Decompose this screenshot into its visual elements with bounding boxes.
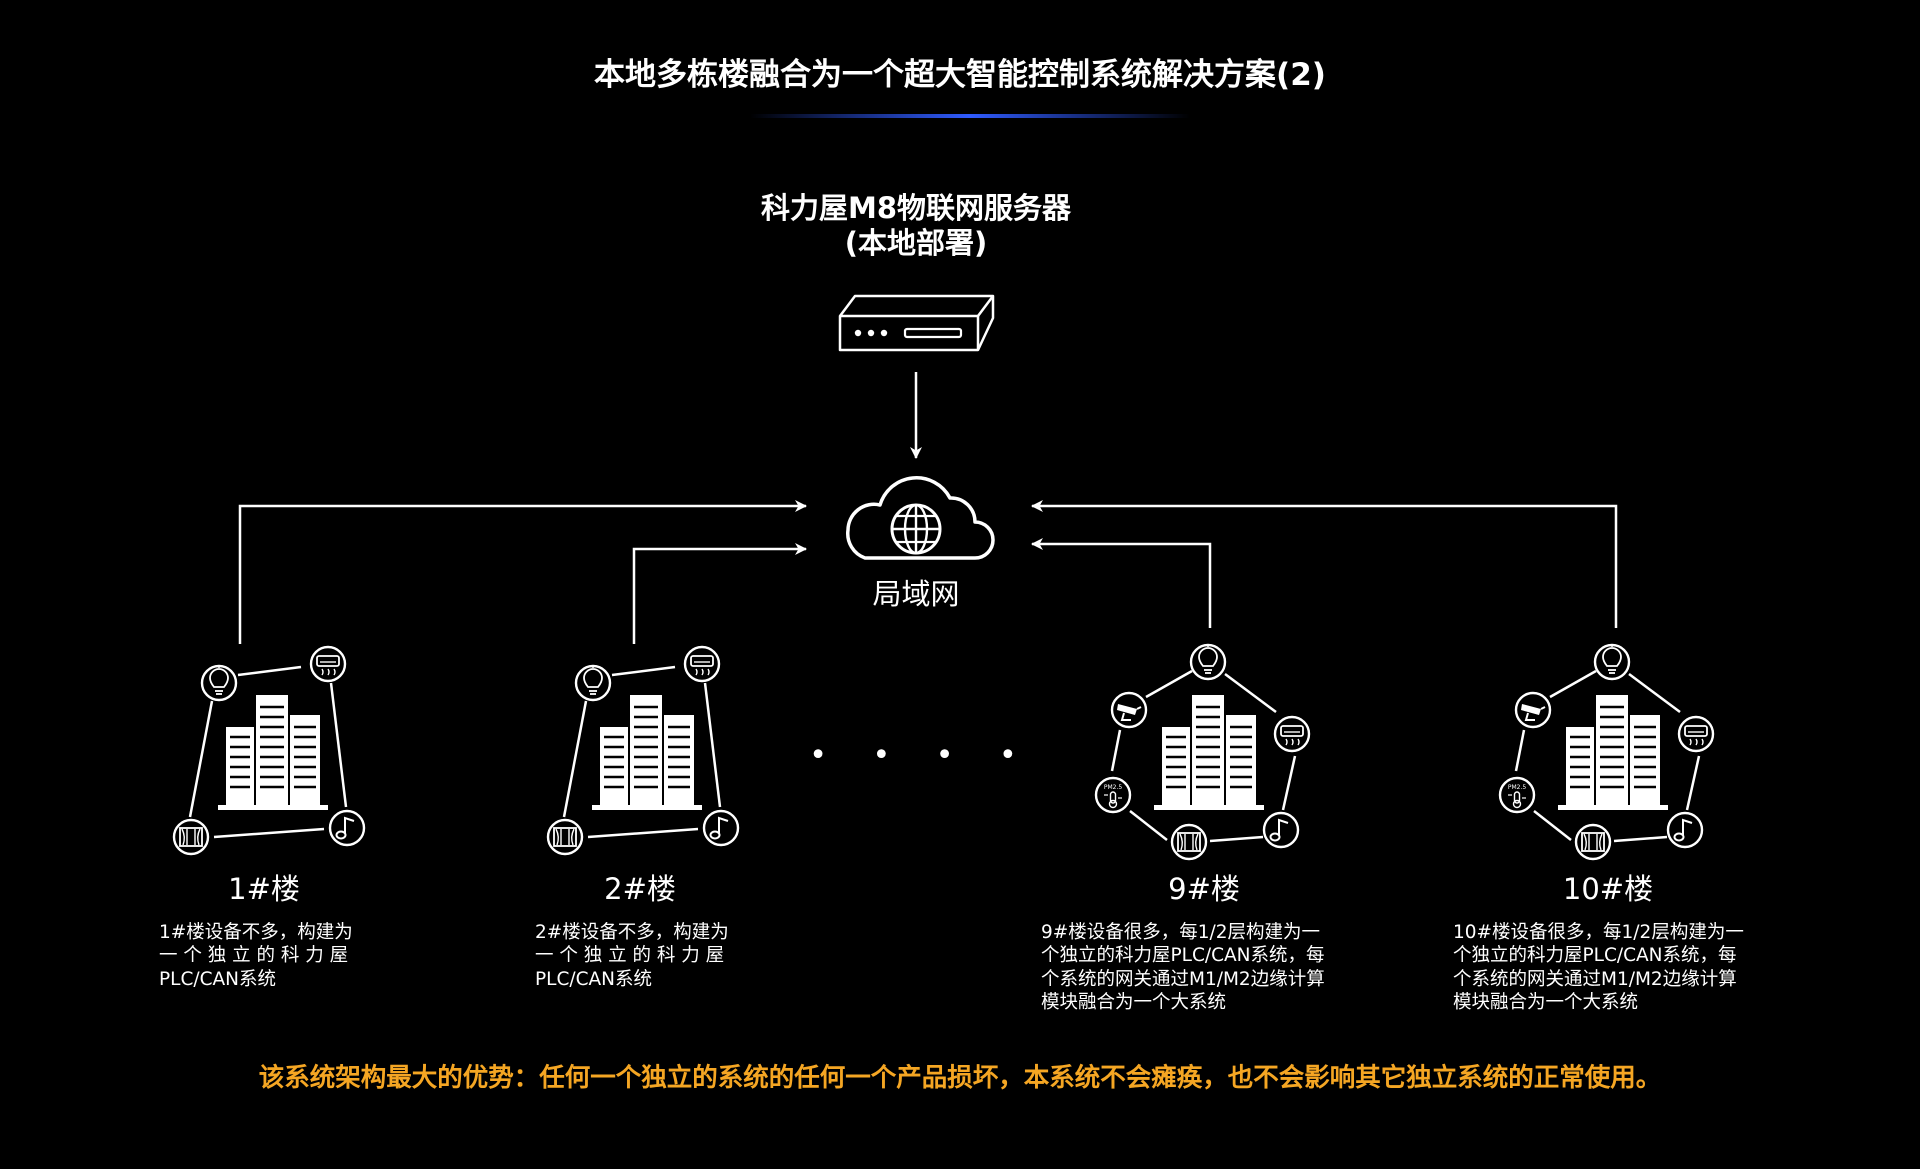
building-10-cluster: 10#楼 10#楼设备很多，每1/2层构建为一 个独立的科力屋PLC/CAN系统… [1453, 642, 1744, 1013]
sensor-icon [1498, 776, 1536, 814]
building-1-desc-line3: PLC/CAN系统 [159, 969, 276, 990]
building-icon [1556, 693, 1670, 812]
server-label-line2: (本地部署) [845, 226, 988, 260]
curtain-icon [546, 818, 584, 856]
building-2-cluster: 2#楼 2#楼设备不多，构建为 一 个 独 立 的 科 力 屋 PLC/CAN系… [535, 645, 740, 990]
building-1-name: 1#楼 [228, 872, 300, 906]
building-2-desc-line2: 一 个 独 立 的 科 力 屋 [535, 945, 724, 966]
building-9-cluster: 9#楼 9#楼设备很多，每1/2层构建为一 个独立的科力屋PLC/CAN系统，每… [1041, 642, 1325, 1013]
light-bulb-icon [200, 663, 238, 702]
building-1-cluster: 1#楼 1#楼设备不多，构建为 一 个 独 立 的 科 力 屋 PLC/CAN系… [159, 645, 366, 990]
building-icon [590, 693, 704, 812]
light-bulb-icon [574, 663, 612, 702]
connector-building-9 [1031, 538, 1212, 628]
building-9-desc-line3: 个系统的网关通过M1/M2边缘计算 [1041, 969, 1325, 990]
building-10-name: 10#楼 [1563, 872, 1653, 906]
music-note-icon [1666, 811, 1704, 849]
server-label-line1: 科力屋M8物联网服务器 [761, 191, 1072, 225]
air-conditioner-icon [309, 645, 347, 683]
page-title: 本地多栋楼融合为一个超大智能控制系统解决方案(2) [594, 57, 1326, 93]
connector-building-1 [238, 500, 807, 644]
building-icon [1152, 693, 1266, 812]
building-9-name: 9#楼 [1168, 872, 1240, 906]
sensor-icon [1094, 776, 1132, 814]
footer-advantage-text: 该系统架构最大的优势：任何一个独立的系统的任何一个产品损坏，本系统不会瘫痪，也不… [259, 1063, 1662, 1093]
connector-building-2 [632, 543, 807, 644]
building-1-desc-line2: 一 个 独 立 的 科 力 屋 [159, 945, 348, 966]
building-9-desc-line1: 9#楼设备很多，每1/2层构建为一 [1041, 922, 1320, 943]
building-2-desc-line1: 2#楼设备不多，构建为 [535, 922, 729, 943]
camera-icon [1514, 691, 1552, 729]
building-9-desc-line2: 个独立的科力屋PLC/CAN系统，每 [1041, 945, 1325, 966]
light-bulb-icon [1593, 642, 1631, 681]
connector-building-10 [1031, 500, 1618, 628]
building-10-desc-line4: 模块融合为一个大系统 [1453, 992, 1638, 1013]
air-conditioner-icon [1677, 715, 1715, 753]
building-1-desc-line1: 1#楼设备不多，构建为 [159, 922, 353, 943]
curtain-icon [1574, 823, 1612, 861]
building-10-desc-line2: 个独立的科力屋PLC/CAN系统，每 [1453, 945, 1737, 966]
music-note-icon [328, 809, 366, 847]
air-conditioner-icon [683, 645, 721, 683]
light-bulb-icon [1189, 642, 1227, 681]
music-note-icon [702, 809, 740, 847]
building-10-desc-line3: 个系统的网关通过M1/M2边缘计算 [1453, 969, 1737, 990]
lan-label: 局域网 [872, 577, 959, 611]
title-underline [750, 114, 1190, 118]
camera-icon [1110, 691, 1148, 729]
music-note-icon [1262, 811, 1300, 849]
building-9-desc-line4: 模块融合为一个大系统 [1041, 992, 1226, 1013]
building-10-desc-line1: 10#楼设备很多，每1/2层构建为一 [1453, 922, 1744, 943]
air-conditioner-icon [1273, 715, 1311, 753]
building-2-desc-line3: PLC/CAN系统 [535, 969, 652, 990]
cloud-globe-icon [846, 476, 995, 560]
building-2-name: 2#楼 [604, 872, 676, 906]
curtain-icon [172, 818, 210, 856]
ellipsis-more-buildings: • • • • [809, 738, 1034, 773]
building-icon [216, 693, 330, 812]
curtain-icon [1170, 823, 1208, 861]
server-icon [838, 294, 995, 352]
